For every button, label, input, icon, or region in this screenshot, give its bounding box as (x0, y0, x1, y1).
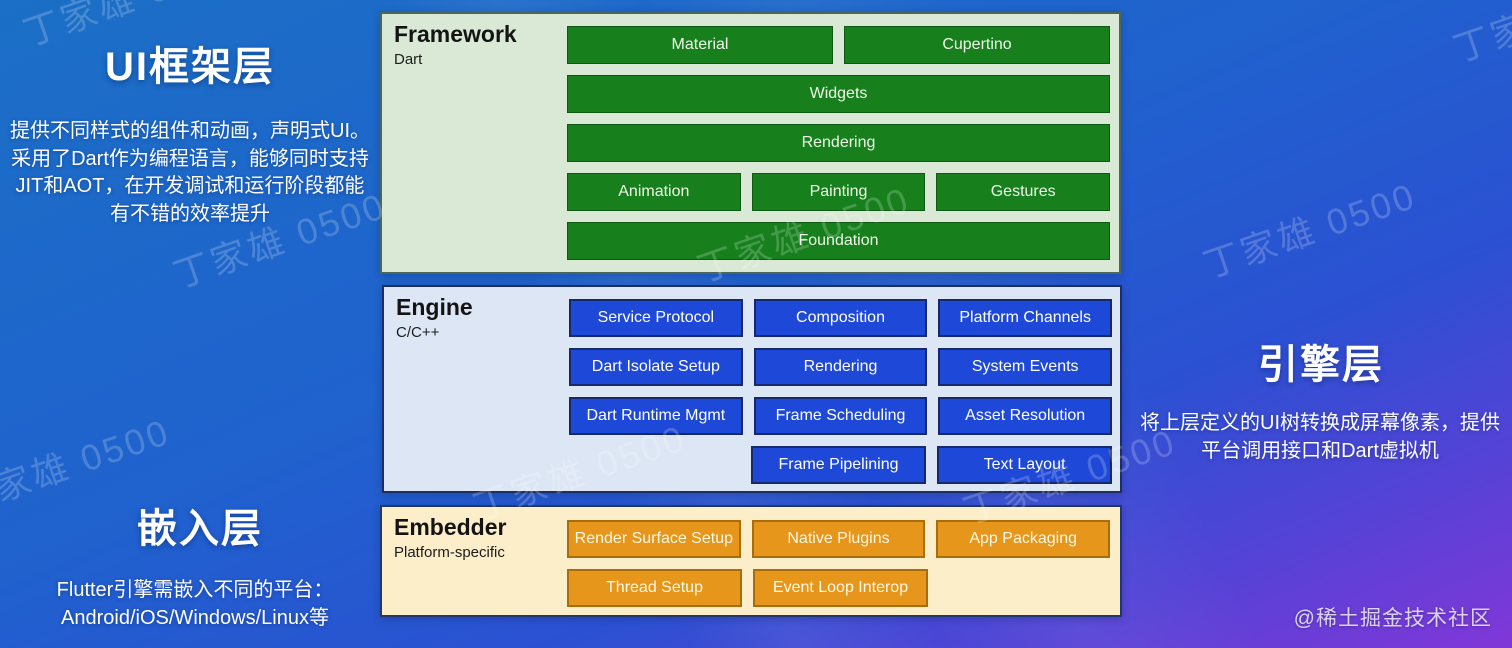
framework-panel-title: Framework (394, 21, 517, 47)
watermark: 丁家雄 0500 (1448, 0, 1512, 70)
engine-row-4: Frame Pipelining Text Layout (569, 446, 1112, 484)
engine-row-2: Dart Isolate Setup Rendering System Even… (569, 348, 1113, 386)
ui-framework-layer-title: UI框架层 (105, 45, 275, 89)
box-thread-setup: Thread Setup (567, 569, 742, 607)
framework-panel: Framework Dart Material Cupertino Widget… (380, 12, 1121, 274)
engine-layer-title: 引擎层 (1258, 343, 1384, 387)
box-frame-pipelining: Frame Pipelining (751, 446, 926, 484)
engine-panel-subtitle: C/C++ (396, 324, 440, 342)
engine-row-3: Dart Runtime Mgmt Frame Scheduling Asset… (569, 397, 1113, 435)
engine-panel-title: Engine (396, 294, 473, 320)
box-service-protocol: Service Protocol (569, 299, 743, 337)
engine-layer-description: 将上层定义的UI树转换成屏幕像素，提供平台调用接口和Dart虚拟机 (1140, 412, 1500, 462)
box-cupertino: Cupertino (844, 26, 1110, 64)
embedder-panel-header: Embedder Platform-specific (394, 514, 507, 562)
box-system-events: System Events (938, 348, 1113, 386)
embedder-layer-title: 嵌入层 (137, 507, 263, 551)
box-dart-runtime-mgmt: Dart Runtime Mgmt (569, 397, 743, 435)
box-dart-isolate-setup: Dart Isolate Setup (569, 348, 743, 386)
framework-row-4: Animation Painting Gestures (567, 173, 1111, 211)
box-text-layout: Text Layout (937, 446, 1112, 484)
box-foundation: Foundation (567, 222, 1110, 260)
framework-row-5: Foundation (567, 222, 1110, 260)
embedder-panel-title: Embedder (394, 514, 507, 540)
framework-panel-subtitle: Dart (394, 51, 423, 69)
box-widgets: Widgets (567, 75, 1110, 113)
box-animation: Animation (567, 173, 741, 211)
framework-panel-header: Framework Dart (394, 21, 517, 69)
box-material: Material (567, 26, 833, 64)
embedder-layer-description: Flutter引擎需嵌入不同的平台：Android/iOS/Windows/Li… (56, 579, 334, 629)
community-credit: @稀土掘金技术社区 (1293, 607, 1492, 630)
box-gestures: Gestures (936, 173, 1111, 211)
box-rendering-engine: Rendering (753, 348, 928, 386)
embedder-boxes: Render Surface Setup Native Plugins App … (567, 520, 1111, 618)
framework-row-1: Material Cupertino (567, 26, 1110, 64)
engine-panel: Engine C/C++ Service Protocol Compositio… (382, 285, 1122, 493)
engine-boxes: Service Protocol Composition Platform Ch… (569, 299, 1113, 495)
embedder-panel: Embedder Platform-specific Render Surfac… (380, 505, 1122, 617)
box-native-plugins: Native Plugins (751, 520, 926, 558)
embedder-panel-subtitle: Platform-specific (394, 544, 505, 562)
box-rendering-framework: Rendering (567, 124, 1110, 162)
watermark: 丁家雄 0500 (1198, 174, 1422, 286)
box-app-packaging: App Packaging (936, 520, 1111, 558)
engine-row-1: Service Protocol Composition Platform Ch… (569, 299, 1113, 337)
engine-panel-header: Engine C/C++ (396, 294, 473, 342)
framework-boxes: Material Cupertino Widgets Rendering Ani… (567, 26, 1111, 271)
box-asset-resolution: Asset Resolution (938, 397, 1113, 435)
box-composition: Composition (753, 299, 928, 337)
framework-row-3: Rendering (567, 124, 1110, 162)
framework-row-2: Widgets (567, 75, 1110, 113)
embedder-row-2: Thread Setup Event Loop Interop (567, 569, 1110, 607)
box-painting: Painting (751, 173, 926, 211)
embedder-row-1: Render Surface Setup Native Plugins App … (567, 520, 1111, 558)
box-frame-scheduling: Frame Scheduling (753, 397, 928, 435)
box-platform-channels: Platform Channels (938, 299, 1113, 337)
box-render-surface-setup: Render Surface Setup (567, 520, 741, 558)
box-event-loop-interop: Event Loop Interop (753, 569, 928, 607)
